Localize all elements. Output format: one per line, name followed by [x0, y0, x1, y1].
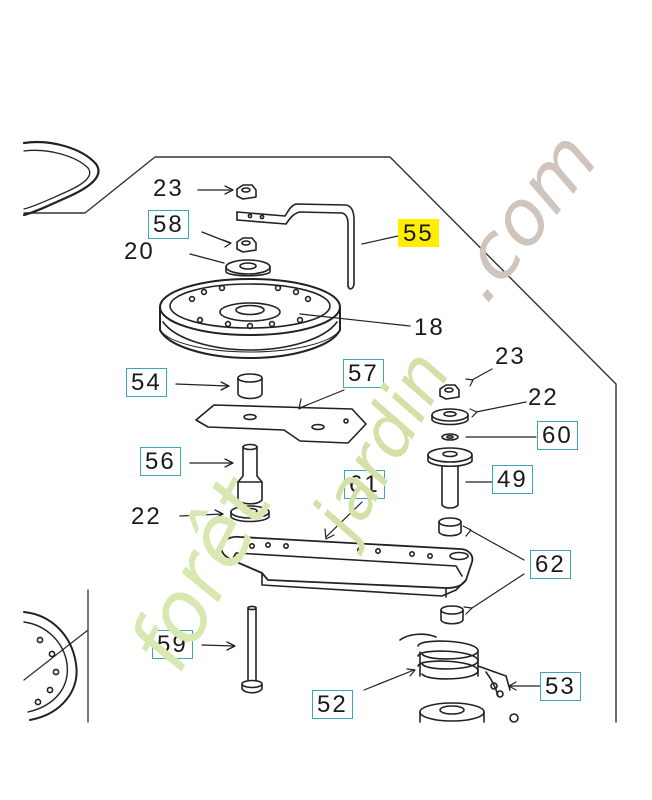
idler-pulley-18 — [159, 278, 341, 359]
pulley-52 — [419, 702, 485, 723]
label-part-55: 55 — [398, 219, 439, 247]
washer-22-left — [230, 505, 270, 523]
label-part-59: 59 — [152, 630, 193, 659]
label-part-49: 49 — [492, 465, 533, 494]
label-part-62: 62 — [530, 550, 571, 579]
bushing-54 — [237, 373, 263, 400]
arm-61 — [220, 535, 474, 598]
plate-57 — [195, 404, 367, 444]
diagram-frame — [23, 156, 617, 723]
pulley-bottom-left — [23, 611, 78, 721]
nut-58 — [236, 237, 257, 253]
label-part-23-top: 23 — [153, 175, 184, 202]
washer-20 — [225, 259, 271, 277]
label-part-58: 58 — [148, 210, 189, 239]
bushing-62-upper — [438, 517, 462, 537]
spring-53 — [399, 633, 511, 698]
washer-22-right — [431, 408, 469, 426]
label-part-56: 56 — [140, 447, 181, 476]
bushing-62-lower — [440, 605, 464, 625]
label-part-54: 54 — [126, 368, 167, 397]
washer-60 — [441, 433, 459, 441]
shaft-49 — [427, 447, 473, 509]
belt-top-left — [22, 141, 100, 217]
label-part-18: 18 — [414, 314, 445, 341]
nut-23-right — [439, 384, 460, 400]
bent-rod-55 — [236, 203, 355, 290]
pin-59 — [241, 605, 263, 694]
label-part-22-left: 22 — [131, 503, 162, 530]
label-part-52: 52 — [312, 690, 353, 719]
nut-23-top — [236, 184, 257, 200]
spindle-56 — [237, 443, 263, 505]
label-part-60: 60 — [537, 421, 578, 450]
label-part-57: 57 — [343, 359, 384, 388]
frame-lower-left — [23, 589, 89, 723]
label-part-61: 61 — [344, 470, 385, 499]
label-part-22-right: 22 — [528, 384, 559, 411]
label-part-23-right: 23 — [495, 343, 526, 370]
label-part-20: 20 — [124, 238, 155, 265]
label-part-53: 53 — [540, 672, 581, 701]
